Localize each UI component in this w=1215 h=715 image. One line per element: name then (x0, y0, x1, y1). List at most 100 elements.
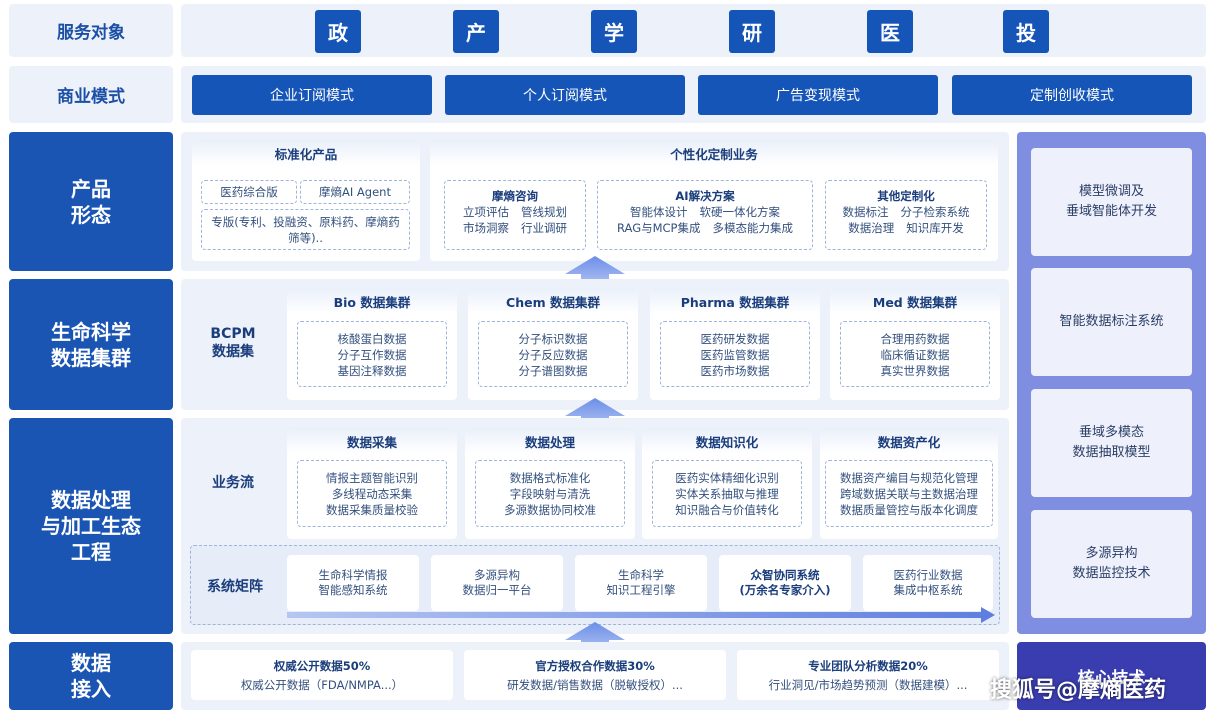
custom-item: RAG与MCP集成 (617, 221, 701, 235)
workflow-item: 医药实体精细化识别 (675, 471, 779, 485)
workflow-stage-title: 数据资产化 (820, 428, 998, 454)
cluster-pharma-card: Pharma 数据集群 医药研发数据 医药监管数据 医药市场数据 (650, 288, 820, 400)
up-arrow-icon (565, 256, 625, 290)
data-source-desc: 行业洞见/市场趋势预测（数据建模）... (768, 678, 968, 692)
standard-products-title: 标准化产品 (192, 140, 420, 166)
core-tech-label: 核心技术 (1077, 669, 1146, 689)
flow-arrow-icon (287, 607, 995, 623)
cluster-item: 分子互作数据 (337, 348, 407, 362)
workflow-stage-knowledge: 数据知识化 医药实体精细化识别 实体关系抽取与推理 知识融合与价值转化 (642, 428, 812, 539)
row-label-access: 数据 接入 (9, 642, 173, 710)
product-item-comprehensive: 医药综合版 (201, 180, 297, 204)
cluster-item: 真实世界数据 (880, 364, 950, 378)
workflow-item: 数据格式标准化 (509, 471, 591, 485)
cluster-item: 分子谱图数据 (518, 364, 588, 378)
workflow-item: 多线程动态采集 (331, 487, 413, 501)
cluster-title: Bio 数据集群 (287, 288, 457, 314)
up-arrow-icon (565, 622, 625, 656)
row-label-service: 服务对象 (9, 4, 173, 57)
cluster-title: Med 数据集群 (830, 288, 1000, 314)
cluster-item: 医药市场数据 (700, 364, 770, 378)
core-tech-item: 智能数据标注系统 (1031, 268, 1192, 376)
core-tech-item: 垂域多模态 数据抽取模型 (1031, 389, 1192, 497)
business-model-custom: 定制创收模式 (952, 75, 1192, 115)
custom-item: 分子检索系统 (900, 205, 970, 219)
custom-item: 数据标注 (842, 205, 889, 219)
custom-business-card: 个性化定制业务 摩熵咨询 立项评估管线规划 市场洞察行业调研 AI解决方案 智能… (430, 140, 998, 261)
custom-item: 智能体设计 (630, 205, 688, 219)
workflow-stage-items: 情报主题智能识别 多线程动态采集 数据采集质量校验 (297, 460, 447, 527)
custom-item: 立项评估 (463, 205, 509, 219)
workflow-stage-process: 数据处理 数据格式标准化 字段映射与清洗 多源数据协同校准 (465, 428, 635, 539)
cluster-items: 合理用药数据 临床循证数据 真实世界数据 (840, 321, 990, 387)
data-source-analysis: 专业团队分析数据20% 行业洞见/市场趋势预测（数据建模）... (737, 650, 999, 700)
up-arrow-icon (565, 398, 625, 432)
workflow-stage-title: 数据知识化 (642, 428, 812, 454)
service-target-investment: 投 (1003, 10, 1049, 53)
workflow-stage-title: 数据采集 (287, 428, 457, 454)
data-source-desc: 研发数据/销售数据（脱敏授权）... (507, 678, 683, 692)
row-label-business: 商业模式 (9, 66, 173, 123)
custom-group-title: 其他定制化 (877, 189, 935, 203)
system-card: 生命科学 知识工程引擎 (575, 555, 707, 611)
workflow-stage-collect: 数据采集 情报主题智能识别 多线程动态采集 数据采集质量校验 (287, 428, 457, 539)
custom-item: 数据治理 (848, 221, 895, 235)
custom-group-title: AI解决方案 (675, 189, 735, 203)
business-model-personal: 个人订阅模式 (445, 75, 685, 115)
workflow-item: 实体关系抽取与推理 (675, 487, 779, 501)
workflow-item: 情报主题智能识别 (326, 471, 418, 485)
standard-products-card: 标准化产品 医药综合版 摩熵AI Agent 专版(专利、投融资、原料药、摩熵药… (192, 140, 420, 261)
business-model-enterprise: 企业订阅模式 (192, 75, 432, 115)
core-tech-item: 多源异构 数据监控技术 (1031, 510, 1192, 618)
watermark: 搜狐号@摩熵医药 (990, 678, 1167, 703)
workflow-item: 知识融合与价值转化 (675, 503, 779, 517)
workflow-stage-items: 数据格式标准化 字段映射与清洗 多源数据协同校准 (475, 460, 625, 527)
workflow-item: 数据资产编目与规范化管理 (840, 471, 978, 485)
service-target-gov: 政 (315, 10, 361, 53)
workflow-item: 数据质量管控与版本化调度 (840, 503, 978, 517)
workflow-stage-asset: 数据资产化 数据资产编目与规范化管理 跨域数据关联与主数据治理 数据质量管控与版… (820, 428, 998, 539)
service-target-academia: 学 (591, 10, 637, 53)
custom-group-other: 其他定制化 数据标注分子检索系统 数据治理知识库开发 (825, 180, 987, 250)
cluster-bio-card: Bio 数据集群 核酸蛋白数据 分子互作数据 基因注释数据 (287, 288, 457, 400)
product-item-special-editions: 专版(专利、投融资、原料药、摩熵药筛等).. (201, 209, 410, 250)
system-matrix-label: 系统矩阵 (207, 579, 263, 595)
service-target-industry: 产 (453, 10, 499, 53)
custom-item: 管线规划 (521, 205, 567, 219)
cluster-item: 基因注释数据 (337, 364, 407, 378)
custom-group-consulting: 摩熵咨询 立项评估管线规划 市场洞察行业调研 (444, 180, 586, 250)
service-target-research: 研 (729, 10, 775, 53)
custom-item: 多模态能力集成 (712, 221, 794, 235)
cluster-item: 医药监管数据 (700, 348, 770, 362)
workflow-label: 业务流 (212, 475, 254, 491)
cluster-med-card: Med 数据集群 合理用药数据 临床循证数据 真实世界数据 (830, 288, 1000, 400)
cluster-chem-card: Chem 数据集群 分子标识数据 分子反应数据 分子谱图数据 (468, 288, 638, 400)
workflow-item: 数据采集质量校验 (326, 503, 418, 517)
custom-item: 软硬一体化方案 (699, 205, 781, 219)
cluster-title: Chem 数据集群 (468, 288, 638, 314)
cluster-item: 临床循证数据 (880, 348, 950, 362)
system-card: 生命科学情报 智能感知系统 (287, 555, 419, 611)
cluster-item: 核酸蛋白数据 (337, 332, 407, 346)
workflow-item: 跨域数据关联与主数据治理 (840, 487, 978, 501)
custom-item: 知识库开发 (906, 221, 964, 235)
cluster-item: 合理用药数据 (880, 332, 950, 346)
core-tech-label-box: 核心技术 (1017, 642, 1206, 710)
cluster-items: 核酸蛋白数据 分子互作数据 基因注释数据 (297, 321, 447, 387)
workflow-item: 多源数据协同校准 (504, 503, 596, 517)
workflow-stage-items: 医药实体精细化识别 实体关系抽取与推理 知识融合与价值转化 (652, 460, 802, 527)
service-target-medical: 医 (867, 10, 913, 53)
data-source-title: 专业团队分析数据20% (808, 659, 928, 673)
data-source-title: 权威公开数据50% (273, 659, 371, 673)
custom-item: 市场洞察 (463, 221, 509, 235)
bcpm-label: BCPM 数据集 (210, 326, 256, 360)
custom-group-ai-solution: AI解决方案 智能体设计软硬一体化方案 RAG与MCP集成多模态能力集成 (597, 180, 813, 250)
product-item-ai-agent: 摩熵AI Agent (300, 180, 410, 204)
workflow-stage-items: 数据资产编目与规范化管理 跨域数据关联与主数据治理 数据质量管控与版本化调度 (825, 460, 993, 527)
workflow-item: 字段映射与清洗 (509, 487, 591, 501)
business-model-ads: 广告变现模式 (698, 75, 938, 115)
workflow-stage-title: 数据处理 (465, 428, 635, 454)
data-source-authorized: 官方授权合作数据30% 研发数据/销售数据（脱敏授权）... (464, 650, 726, 700)
cluster-item: 分子标识数据 (518, 332, 588, 346)
data-source-title: 官方授权合作数据30% (535, 659, 655, 673)
